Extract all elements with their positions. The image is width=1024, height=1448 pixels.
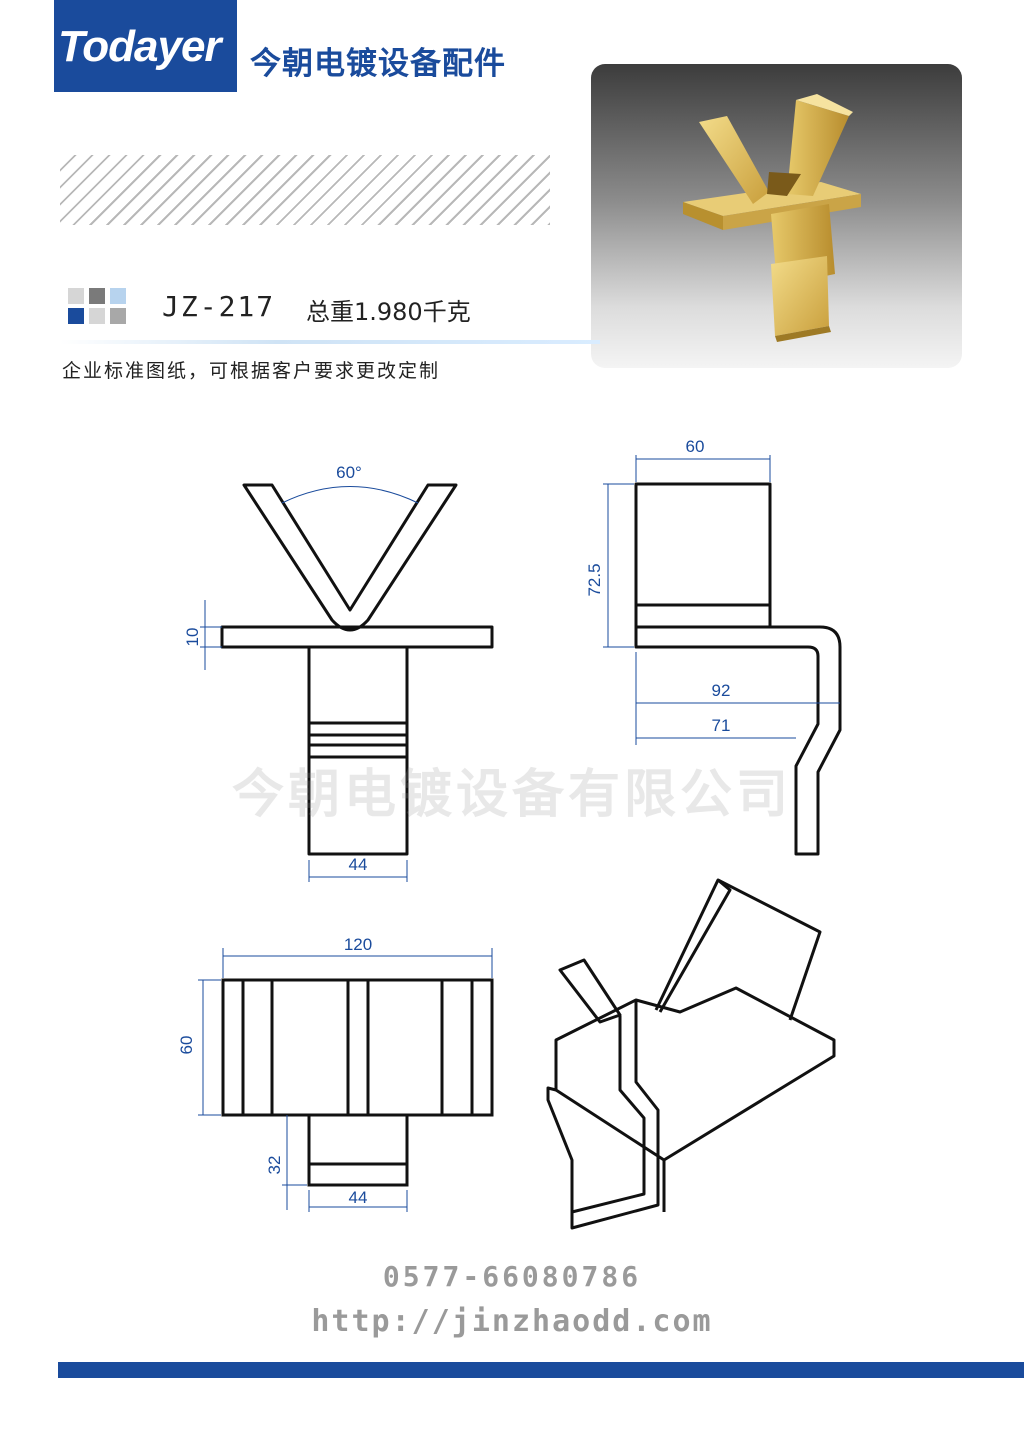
side-view xyxy=(634,482,842,856)
dim-angle: 60° xyxy=(336,463,362,482)
isometric-view xyxy=(546,878,836,1230)
decorative-hatch xyxy=(60,155,550,225)
product-photo xyxy=(591,64,962,368)
v-arms-outline xyxy=(242,483,458,632)
swatch-square xyxy=(89,308,105,324)
swatch-square xyxy=(110,308,126,324)
dim-side-reach: 92 xyxy=(712,681,731,700)
top-view xyxy=(221,978,494,1187)
logo-background xyxy=(54,0,237,92)
front-view xyxy=(220,483,494,856)
swatch-square xyxy=(89,288,105,304)
dim-top-tab: 32 xyxy=(265,1156,284,1175)
dim-side-inner: 71 xyxy=(712,716,731,735)
contact-phone: 0577-66080786 xyxy=(382,1260,642,1293)
dim-front-width: 44 xyxy=(349,855,368,874)
dim-top-tab-width: 44 xyxy=(349,1188,368,1207)
technical-drawing: 60° 10 44 60 72.5 92 71 120 60 32 44 xyxy=(177,437,842,1230)
side-bent-tab xyxy=(634,625,842,856)
total-weight: 总重1.980千克 xyxy=(306,298,471,326)
company-name: 今朝电镀设备配件 xyxy=(250,46,506,82)
swatch-square xyxy=(68,308,84,324)
front-stem xyxy=(307,645,409,856)
top-tab xyxy=(307,1113,409,1187)
dim-side-width: 60 xyxy=(686,437,705,456)
front-flange xyxy=(220,625,494,649)
swatch-square xyxy=(110,288,126,304)
brand-logo: Todayer xyxy=(58,22,222,71)
swatch-square xyxy=(68,288,84,304)
top-plate xyxy=(221,978,494,1117)
dim-top-depth: 60 xyxy=(177,1036,196,1055)
dim-top-length: 120 xyxy=(344,935,372,954)
watermark: 今朝电镀设备有限公司 xyxy=(231,765,792,825)
drawing-note: 企业标准图纸，可根据客户要求更改定制 xyxy=(62,360,441,382)
dim-front-flange: 10 xyxy=(183,628,202,647)
dimension-lines xyxy=(198,455,840,1212)
model-number: JZ-217 xyxy=(162,290,276,323)
product-render xyxy=(683,94,861,342)
contact-url[interactable]: http://jinzhaodd.com xyxy=(311,1304,713,1339)
title-underline xyxy=(60,340,600,344)
dim-side-height: 72.5 xyxy=(585,563,604,596)
footer-bar xyxy=(58,1362,1024,1378)
